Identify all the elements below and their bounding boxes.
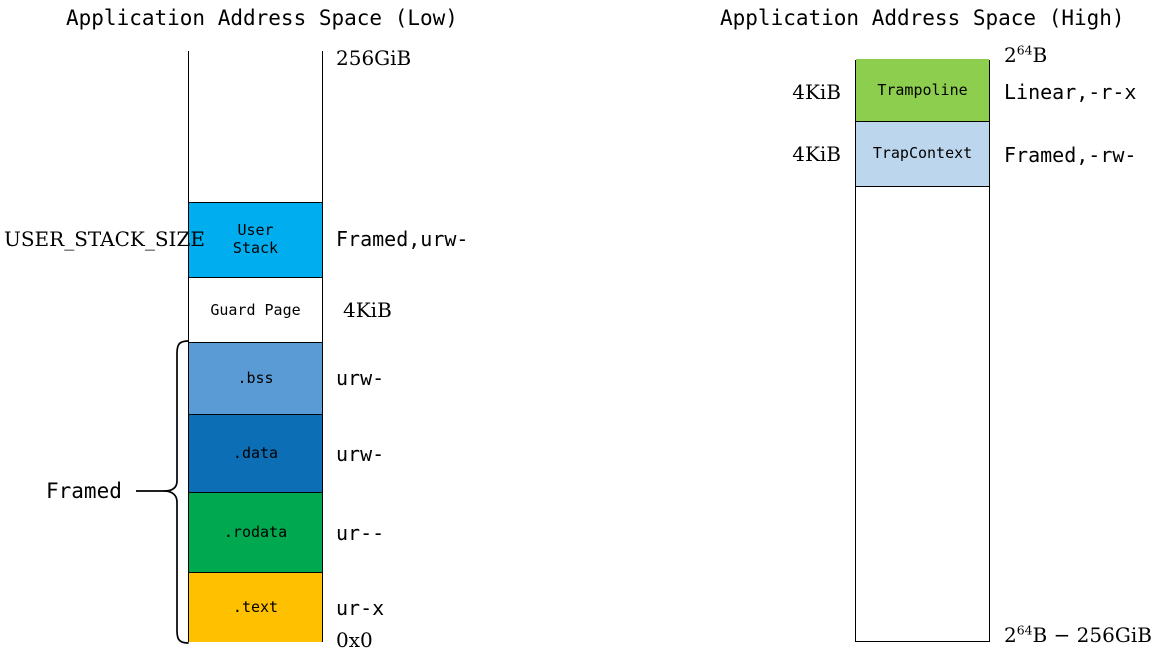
block-label-user-stack: User Stack (232, 221, 279, 257)
high-top-address-suffix: B (1032, 43, 1048, 67)
low-address-space-column: User Stack Guard Page .bss .data .rodata… (188, 50, 323, 642)
high-bottom-address-label: 264B − 256GiB (1004, 622, 1152, 647)
block-trampoline: Trampoline (856, 59, 989, 123)
block-rodata: .rodata (189, 493, 322, 573)
trampoline-size-label: 4KiB (792, 80, 841, 104)
block-label-trampoline: Trampoline (877, 80, 968, 99)
block-free-region-low (189, 50, 322, 203)
trapcontext-size-label: 4KiB (792, 142, 841, 166)
block-guard-page: Guard Page (189, 278, 322, 343)
right-diagram-title: Application Address Space (High) (720, 6, 1125, 30)
high-top-address-exponent: 64 (1016, 42, 1033, 58)
block-label-trapcontext: TrapContext (872, 144, 973, 163)
user-stack-note: Framed,urw- (336, 227, 469, 251)
block-data: .data (189, 415, 322, 493)
framed-brace-label: Framed (46, 479, 122, 503)
data-note: urw- (336, 442, 385, 466)
high-address-space-column: Trampoline TrapContext (855, 59, 990, 642)
high-bottom-address-base: 2 (1004, 623, 1017, 647)
low-top-address-label: 256GiB (336, 46, 412, 70)
bss-note: urw- (336, 366, 385, 390)
trampoline-note: Linear,-r-x (1004, 80, 1137, 104)
block-label-data: .data (232, 443, 279, 462)
brace-svg (135, 340, 189, 644)
block-user-stack: User Stack (189, 202, 322, 278)
block-free-region-high (856, 187, 989, 640)
high-top-address-base: 2 (1004, 43, 1017, 67)
block-label-text: .text (232, 597, 279, 616)
text-note: ur-x (336, 596, 385, 620)
guard-page-note: 4KiB (343, 298, 392, 322)
block-label-guard-page: Guard Page (210, 300, 301, 319)
rodata-note: ur-- (336, 521, 385, 545)
high-bottom-address-exponent: 64 (1016, 622, 1033, 638)
high-top-address-label: 264B (1004, 42, 1048, 67)
user-stack-size-label: USER_STACK_SIZE (4, 227, 205, 251)
left-diagram-title: Application Address Space (Low) (66, 6, 458, 30)
block-bss: .bss (189, 342, 322, 415)
framed-sections-brace (135, 338, 192, 646)
block-trapcontext: TrapContext (856, 122, 989, 187)
block-label-rodata: .rodata (223, 522, 288, 541)
high-bottom-address-suffix: B − 256GiB (1032, 623, 1152, 647)
block-label-bss: .bss (237, 368, 274, 387)
low-bottom-address-label: 0x0 (336, 628, 373, 652)
block-text: .text (189, 573, 322, 642)
trapcontext-note: Framed,-rw- (1004, 143, 1137, 167)
